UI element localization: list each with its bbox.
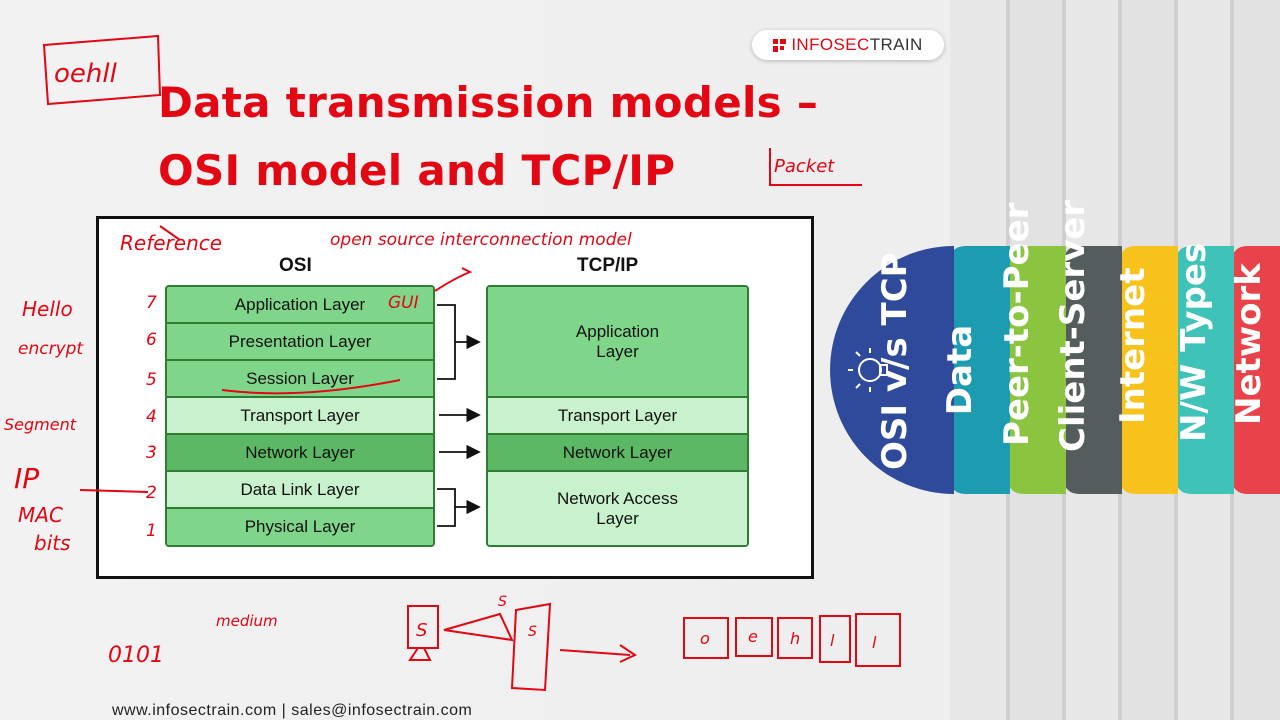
sketch-arrow: [559, 649, 631, 656]
annotation-text: Hello: [22, 297, 73, 321]
sketch-box: [735, 617, 773, 657]
tcpip-layer: Application Layer: [488, 287, 747, 398]
tcpip-column-title: TCP/IP: [577, 255, 639, 276]
annotation-text: 1: [146, 521, 157, 541]
annotation-text: 2: [146, 483, 157, 503]
annotation-text: oehll: [54, 59, 118, 89]
tab-data[interactable]: [950, 246, 1010, 494]
sketch-box: [777, 617, 813, 659]
annotation-stroke: [159, 225, 181, 241]
annotation-text: 3: [146, 443, 157, 463]
annotation-text: S: [528, 624, 537, 640]
osi-layer: Application Layer: [167, 287, 433, 324]
annotation-text: Packet: [774, 156, 835, 177]
annotation-text: open source interconnection model: [330, 230, 632, 250]
tcpip-layer: Network Layer: [488, 435, 747, 472]
annotation-text: h: [790, 629, 800, 648]
annotation-text: MAC: [18, 503, 63, 527]
annotation-text: 6: [146, 330, 157, 350]
brand-logo: INFOSECTRAIN: [752, 30, 944, 60]
annotation-text: S: [416, 620, 427, 641]
sketch-stand: [408, 647, 432, 661]
sketch-box: [683, 617, 729, 659]
annotation-text: 5: [146, 370, 157, 390]
sketch-triangle: [443, 612, 514, 642]
annotation-text: encrypt: [18, 339, 84, 359]
tab-peer-to-peer[interactable]: [1008, 246, 1066, 494]
annotation-text: o: [700, 629, 710, 648]
tab-client-server[interactable]: [1064, 246, 1122, 494]
annotation-text: e: [748, 627, 758, 646]
tab-osi-vs-tcp[interactable]: [830, 246, 954, 494]
tcpip-layer: Transport Layer: [488, 398, 747, 435]
annotation-check: [434, 267, 473, 292]
logo-text: INFOSECTRAIN: [791, 35, 923, 54]
tab-network[interactable]: [1232, 246, 1280, 494]
tab-nw-types[interactable]: [1176, 246, 1234, 494]
annotation-text: bits: [34, 531, 71, 555]
osi-layer: Data Link Layer: [167, 472, 433, 509]
osi-layer: Network Layer: [167, 435, 433, 472]
annotation-text: GUI: [388, 293, 419, 313]
logo-mark-icon: [773, 38, 787, 52]
osi-stack: Application Layer Presentation Layer Ses…: [165, 285, 435, 547]
osi-layer: Transport Layer: [167, 398, 433, 435]
footer-contact: www.infosectrain.com | sales@infosectrai…: [112, 702, 473, 719]
annotation-text: medium: [216, 612, 278, 630]
layer-connectors: [437, 304, 481, 527]
annotation-text: S: [498, 594, 507, 610]
annotation-text: IP: [14, 462, 39, 495]
sketch-arrowhead: [619, 644, 638, 663]
annotation-text: l: [872, 633, 877, 652]
annotation-underline: [221, 379, 401, 395]
slide-title-line1: Data transmission models –: [158, 78, 819, 127]
annotation-line: [79, 489, 149, 493]
annotation-line: [769, 148, 862, 186]
osi-layer: Presentation Layer: [167, 324, 433, 361]
sketch-box: [855, 613, 901, 667]
annotation-text: Reference: [120, 231, 222, 255]
annotation-text: l: [830, 631, 835, 650]
osi-tcpip-diagram: OSI TCP/IP Application Layer Presentatio…: [96, 216, 814, 579]
tabs-graphic: [830, 0, 1280, 720]
tcpip-stack: Application Layer Transport Layer Networ…: [486, 285, 749, 547]
tcpip-layer: Network Access Layer: [488, 472, 747, 545]
annotation-box: [42, 34, 162, 106]
slide-title-line2: OSI model and TCP/IP: [158, 146, 676, 195]
sketch-box: [407, 605, 439, 649]
osi-column-title: OSI: [279, 255, 312, 276]
annotation-text: Segment: [4, 415, 77, 434]
osi-layer: Physical Layer: [167, 509, 433, 545]
annotation-text: 7: [146, 293, 157, 313]
annotation-text: 4: [146, 407, 157, 427]
sketch-box: [510, 602, 552, 692]
lightbulb-icon: [848, 348, 888, 392]
annotation-text: 0101: [108, 643, 164, 668]
topic-tabs: OSI v/s TCP Data Peer-to-Peer Client-Ser…: [830, 0, 1280, 720]
tab-internet[interactable]: [1120, 246, 1178, 494]
sketch-box: [819, 615, 851, 663]
